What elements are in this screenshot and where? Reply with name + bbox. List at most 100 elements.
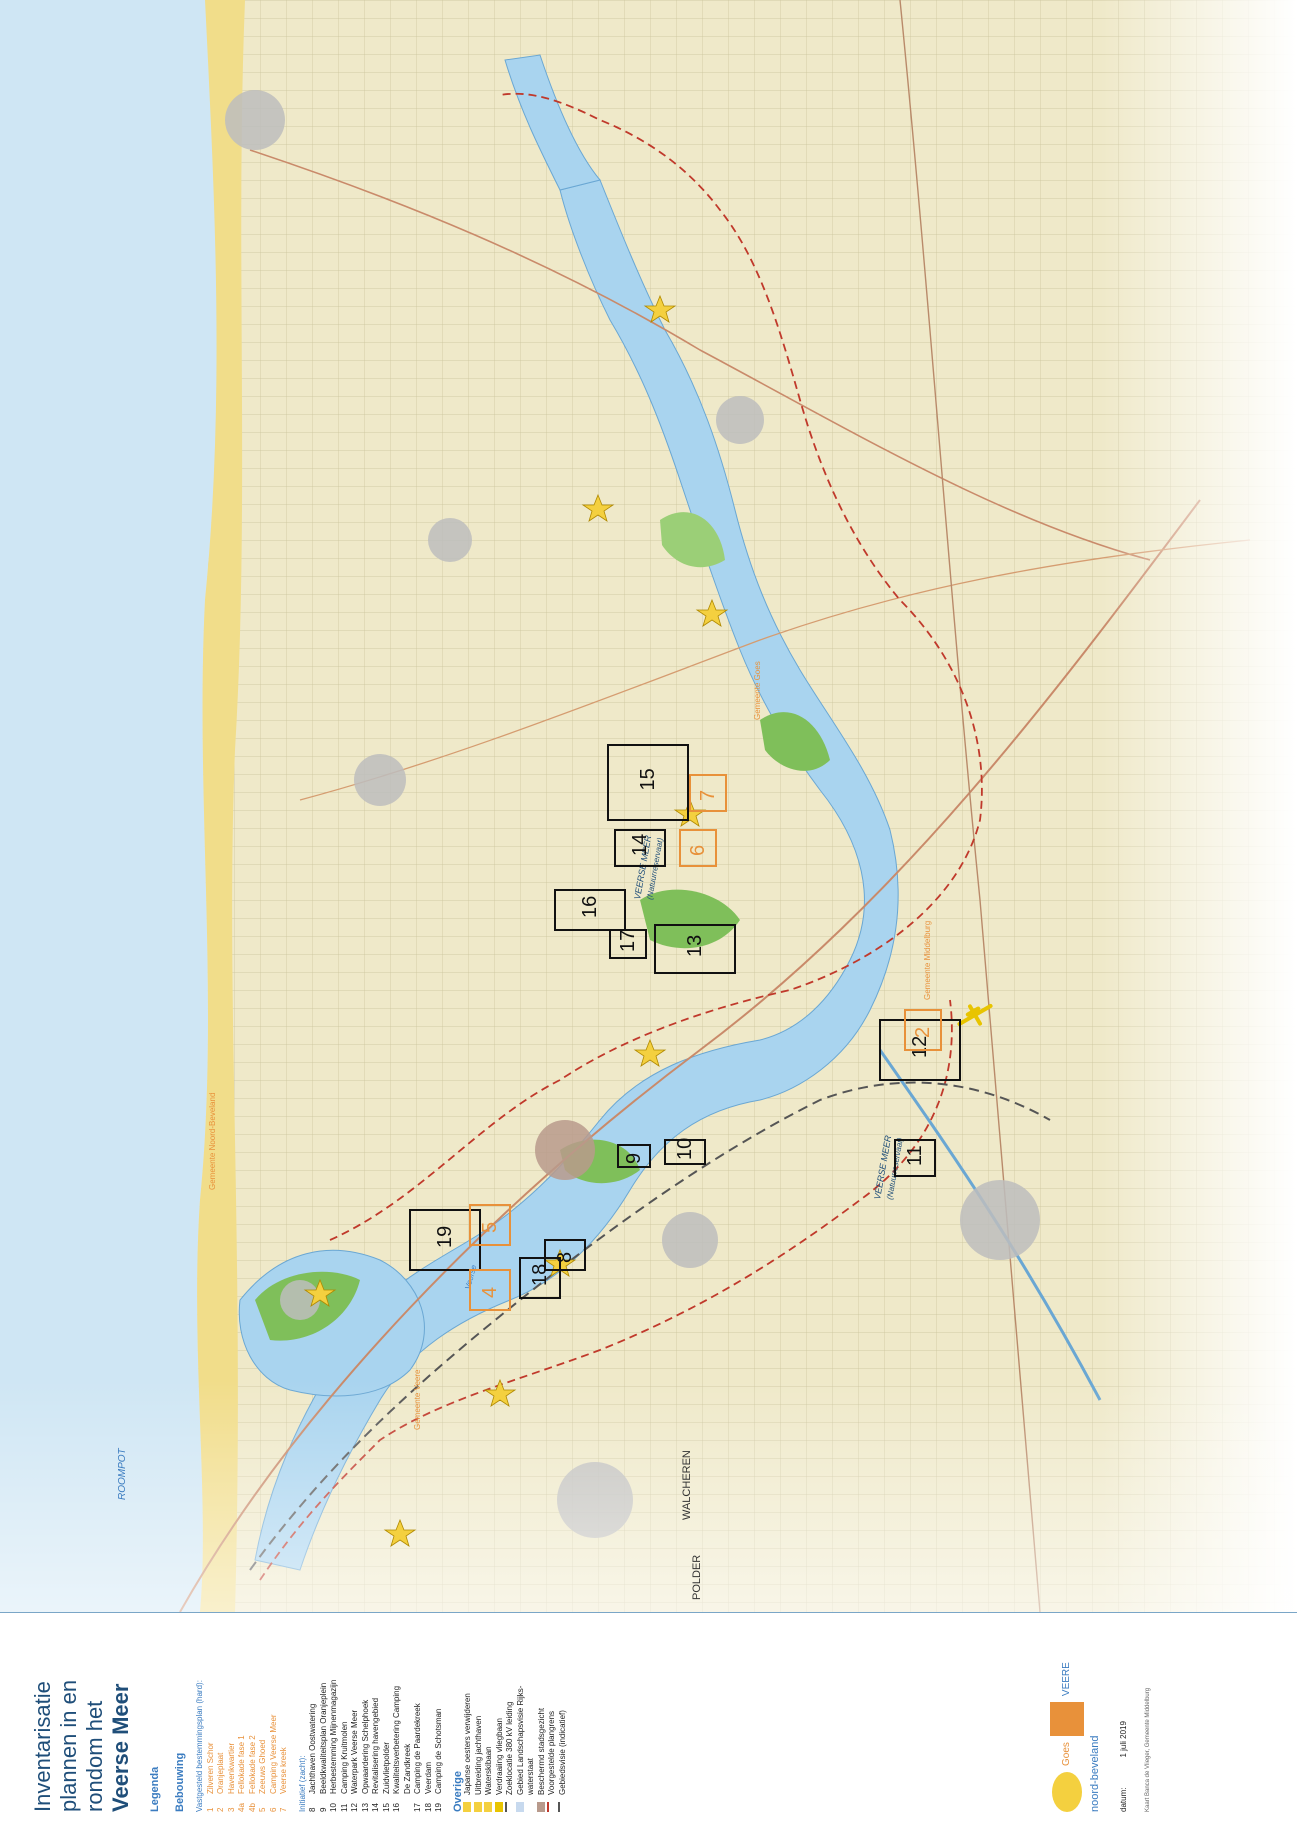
marker-number: 15 [637,768,659,790]
legend-item-number: 5 [258,1807,267,1812]
project-marker-16: 16 [554,889,626,931]
legend-symbol-icon [547,1802,557,1812]
legend-symbol-icon [526,1802,534,1812]
legend-item-number: 2 [216,1807,225,1812]
town [716,396,764,444]
legend-item-label: Veerse kreek [279,1747,288,1794]
map-label-roompot: ROOMPOT [117,1447,128,1500]
map-label-gemeente-goes: Gemeente Goes [753,661,762,720]
road [249,149,1151,561]
title-line: plannen in en [56,1679,81,1812]
marker-number: 13 [684,935,706,957]
legend-item-label: Beeldkwaliteitsplan Oranjeplein [318,1682,328,1794]
legend-item-label: Havenkwartier [226,1742,236,1794]
nature-area [640,889,740,949]
star-icon [581,493,615,522]
legend-panel: Inventarisatie plannen in en rondom het … [0,1612,1297,1831]
legend-item: 5 Zeeuws Ghoed [258,1632,269,1812]
town [960,1180,1040,1260]
legend-overige-title: Overige [451,1771,464,1812]
legend-item-label: Gebied Landschapsvisie Rijks- [515,1685,525,1795]
legend-item-label: Revitalisering havengebied [371,1697,380,1794]
legend-item-number: 13 [360,1803,370,1812]
marker-box [879,1019,961,1081]
legend-item-label: Japanse oesters verwijderen [463,1693,472,1795]
marker-box [679,829,717,867]
marker-box [609,929,647,959]
marker-box [607,744,689,821]
marker-box [654,924,736,974]
legend-item-label: Beschermd stadsgezicht [536,1707,546,1795]
marker-box [617,1144,651,1168]
legend-item-number: 14 [371,1803,380,1812]
legend-symbol-icon [484,1802,492,1812]
project-marker-12: 12 [879,1019,961,1081]
project-marker-13: 13 [654,924,736,974]
project-marker-10: 10 [664,1138,706,1165]
legend-item-number: 15 [381,1803,391,1812]
star-icon [383,1518,417,1547]
legend-item-label: Zilveren Schor [205,1742,215,1794]
town [354,754,406,806]
legend-item: waterstaat [526,1632,537,1812]
marker-number: 16 [579,896,601,918]
legend-initiatief-title: Initiatief (zacht): [297,1755,307,1812]
legend-item: Beschermd stadsgezicht [536,1632,548,1812]
legend-item-label: waterstaat [526,1758,535,1795]
plangrens-line [329,92,983,1241]
marker-number: 11 [904,1145,926,1166]
project-marker-17: 17 [609,929,647,959]
legend-symbol-icon [515,1802,524,1812]
project-marker-9: 9 [617,1144,651,1168]
marker-box [544,1239,586,1271]
legend-item: Zoeklocatie 380 kV leiding [505,1632,516,1812]
marker-number: 5 [479,1222,501,1233]
veere-logo-text: VEERE [1060,1662,1072,1697]
project-marker-14: 14 [614,829,666,867]
map-label-polder: POLDER [691,1555,703,1600]
legend-item: De Zandkreek [403,1632,414,1812]
marker-number: 2 [912,1027,934,1038]
title-line: Veerse Meer [108,1683,133,1812]
project-marker-2: 2 [904,1009,942,1051]
star-icon [483,1378,517,1407]
town [428,518,472,562]
marker-number: 9 [623,1153,645,1164]
nature-area [660,512,725,568]
goes-logo [1052,1772,1082,1812]
marker-number: 19 [434,1226,456,1248]
project-marker-6: 6 [679,829,717,867]
legend-item-number: 12 [350,1803,359,1812]
legend-item: Japanse oesters verwijderen [463,1632,474,1812]
project-marker-5: 5 [469,1204,511,1246]
legend-item-label: De Zandkreek [402,1743,412,1794]
legend-heading: Legenda [149,1766,161,1812]
noord-beveland-logo: noord-beveland [1089,1735,1101,1812]
legend-item-label: Camping de Paardekreek [413,1703,422,1794]
map-label-walcheren: WALCHEREN [681,1450,693,1520]
star-icon [303,1278,337,1307]
legend-item-label: Zeeuws Ghoed [258,1739,267,1794]
legend-item: Uitbreiding jachthaven [473,1632,485,1812]
credit: Kaart Banca de Vlieger, Gemeente Middelb… [1145,1687,1151,1812]
marker-number: 12 [909,1036,931,1058]
legend-item-label: Camping Kruitmolen [339,1721,349,1794]
legend-item-number: 18 [423,1803,433,1812]
legend-symbol-icon [557,1802,568,1812]
marker-number: 6 [687,845,709,856]
star-icon [643,294,677,323]
legend-item-number: 11 [339,1803,349,1812]
legend-item: Gebiedsvisie (indicatief) [557,1632,569,1812]
legend-item-number: 10 [329,1803,338,1812]
legend-item-number: 4a [237,1803,246,1812]
legend-item-number: 16 [392,1803,401,1812]
